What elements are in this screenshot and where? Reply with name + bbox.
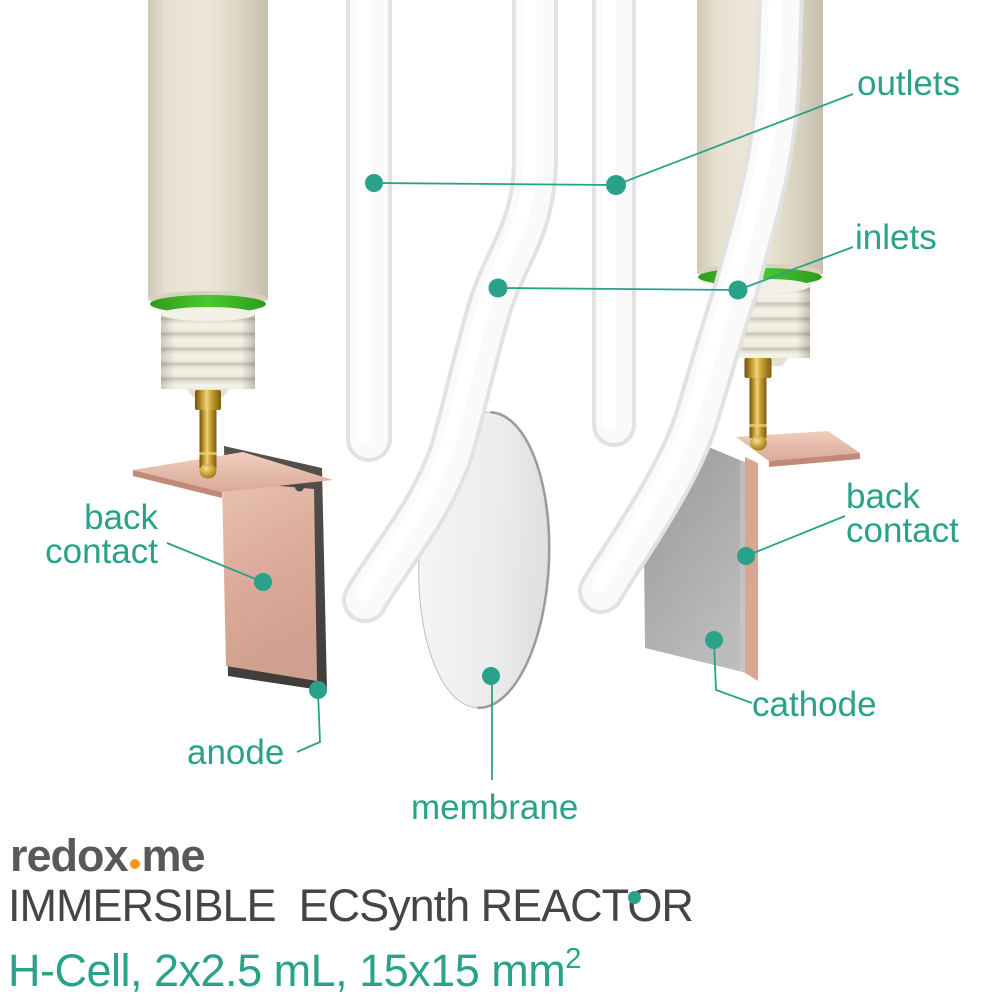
label-outlets: outlets — [857, 64, 961, 103]
product-subtitle: H-Cell, 2x2.5 mL, 15x15 mm2 — [8, 933, 581, 997]
back-contact-notch — [295, 482, 304, 492]
leader-dots — [254, 174, 755, 699]
product-subtitle-sup: 2 — [565, 943, 581, 975]
inlet-tube-right — [578, 0, 804, 614]
label-back-contact-right: back contact — [846, 477, 959, 550]
cathode-leader-line — [713, 641, 753, 704]
left-pin-ball — [199, 463, 217, 479]
label-anode: anode — [187, 733, 285, 772]
right-pin-ball — [750, 435, 767, 451]
brand-suffix: me — [141, 830, 206, 881]
outlet-tube-left — [346, 0, 392, 462]
product-subtitle-main: H-Cell, 2x2.5 mL, 15x15 mm — [8, 945, 566, 996]
inlet-right-marker-dot — [728, 280, 748, 300]
left-back-contact-flange — [133, 452, 333, 498]
label-cathode: cathode — [752, 685, 877, 724]
label-inlets: inlets — [855, 218, 937, 257]
product-title: IMMERSIBLE ECSynth REACTOR — [8, 880, 694, 931]
left-electrode — [133, 0, 333, 691]
anode-marker-dot — [309, 681, 327, 699]
left-contact-pin — [195, 390, 221, 479]
outlet-tube-right — [592, 0, 636, 447]
brand-prefix: redox — [10, 830, 129, 881]
back-contact-right-marker-dot — [737, 547, 755, 565]
anode-leader-line — [296, 691, 321, 753]
outlet-right-marker-dot — [606, 175, 626, 195]
inlet-left-marker-dot — [488, 278, 508, 298]
back-contact-left-marker-dot — [254, 573, 272, 591]
label-membrane: membrane — [411, 788, 579, 827]
membrane-marker-dot — [482, 667, 500, 685]
label-back-contact-left: back contact — [45, 498, 158, 571]
right-electrode — [644, 0, 860, 681]
title-accent-dot — [628, 891, 641, 904]
reactor-diagram — [133, 0, 860, 780]
cathode-marker-dot — [705, 631, 723, 649]
brand-dot — [129, 859, 140, 869]
left-threads — [161, 307, 255, 397]
right-back-contact-flange — [736, 431, 860, 467]
right-contact-pin — [744, 358, 772, 451]
outlet-left-marker-dot — [365, 174, 383, 192]
back-contact-left-leader-line — [166, 542, 264, 583]
inlet-tube-left — [342, 0, 558, 623]
left-electrode-body — [148, 0, 268, 300]
right-back-contact-plate — [745, 457, 758, 681]
back-contact-right-leader-line — [745, 515, 846, 557]
